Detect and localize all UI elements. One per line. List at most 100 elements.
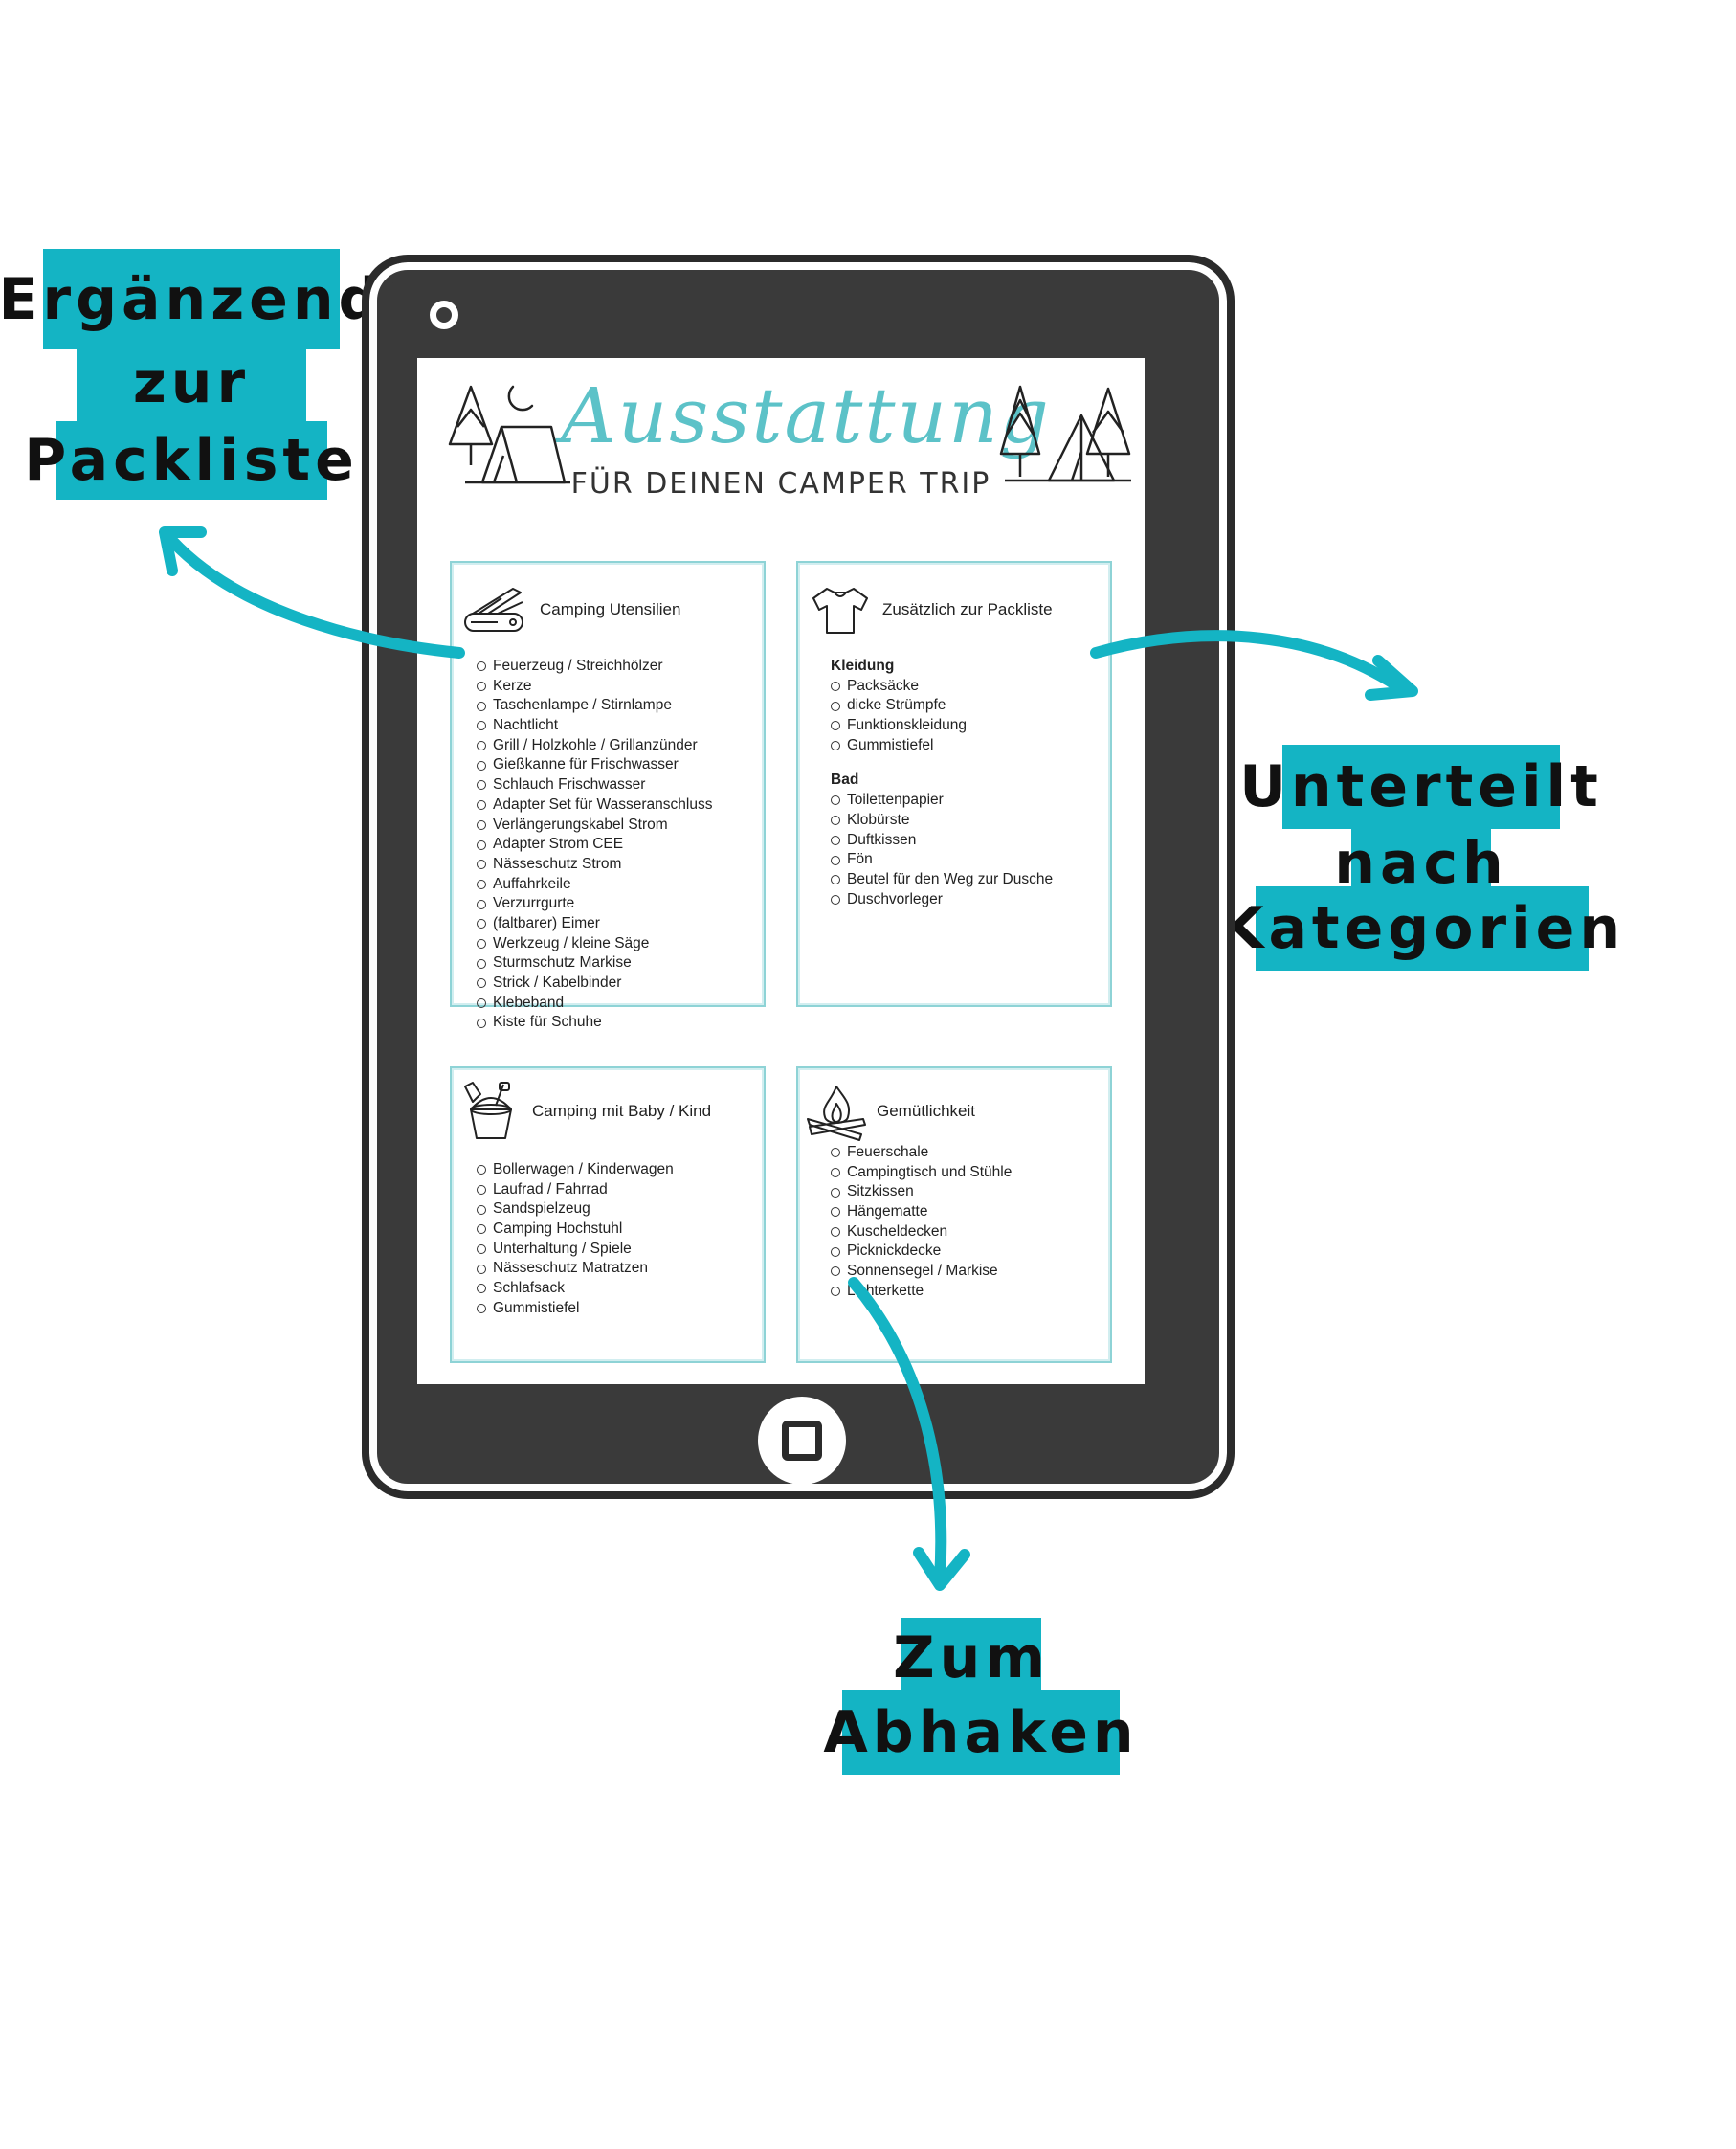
checklist-item[interactable]: Auffahrkeile xyxy=(477,875,712,895)
checkbox-circle-icon[interactable] xyxy=(477,1018,486,1028)
checkbox-circle-icon[interactable] xyxy=(477,721,486,731)
checklist-item[interactable]: Hängematte xyxy=(831,1202,1012,1222)
checklist-item[interactable]: Nässeschutz Strom xyxy=(477,855,712,875)
checkbox-circle-icon[interactable] xyxy=(477,682,486,692)
checkbox-circle-icon[interactable] xyxy=(831,795,840,806)
checklist-item[interactable]: Schlauch Frischwasser xyxy=(477,775,712,795)
checklist-item[interactable]: dicke Strümpfe xyxy=(831,696,1053,716)
document-title: Ausstattung xyxy=(561,371,1051,460)
checkbox-circle-icon[interactable] xyxy=(831,682,840,692)
checkbox-circle-icon[interactable] xyxy=(477,860,486,870)
checklist-item[interactable]: Nachtlicht xyxy=(477,716,712,736)
checkbox-circle-icon[interactable] xyxy=(477,1185,486,1196)
checklist-item[interactable]: Werkzeug / kleine Säge xyxy=(477,934,712,954)
checklist-item[interactable]: Packsäcke xyxy=(831,677,1053,697)
checklist-item[interactable]: Strick / Kabelbinder xyxy=(477,974,712,994)
checkbox-circle-icon[interactable] xyxy=(477,839,486,850)
sand-bucket-icon xyxy=(464,1082,512,1139)
checklist-item[interactable]: Picknickdecke xyxy=(831,1242,1012,1262)
checkbox-circle-icon[interactable] xyxy=(477,879,486,889)
checkbox-circle-icon[interactable] xyxy=(477,1284,486,1294)
tshirt-icon xyxy=(812,588,868,634)
checkbox-circle-icon[interactable] xyxy=(477,978,486,989)
checklist-item[interactable]: Campingtisch und Stühle xyxy=(831,1163,1012,1183)
checkbox-circle-icon[interactable] xyxy=(831,721,840,731)
checklist-item[interactable]: (faltbarer) Eimer xyxy=(477,914,712,934)
checkbox-circle-icon[interactable] xyxy=(831,855,840,865)
checklist-item[interactable]: Adapter Strom CEE xyxy=(477,835,712,855)
checkbox-circle-icon[interactable] xyxy=(831,1207,840,1218)
checkbox-circle-icon[interactable] xyxy=(477,661,486,672)
checklist-item[interactable]: Bollerwagen / Kinderwagen xyxy=(477,1160,674,1180)
checklist-item[interactable]: Fön xyxy=(831,850,1053,870)
checkbox-circle-icon[interactable] xyxy=(477,958,486,969)
checkbox-circle-icon[interactable] xyxy=(477,1204,486,1215)
checkbox-circle-icon[interactable] xyxy=(477,1165,486,1175)
checkbox-circle-icon[interactable] xyxy=(477,780,486,791)
checkbox-circle-icon[interactable] xyxy=(477,1264,486,1274)
checklist-item[interactable]: Klobürste xyxy=(831,811,1053,831)
checklist-item[interactable]: Laufrad / Fahrrad xyxy=(477,1180,674,1200)
checkbox-circle-icon[interactable] xyxy=(477,1244,486,1255)
checklist-item[interactable]: Feuerzeug / Streichhölzer xyxy=(477,657,712,677)
checklist-item[interactable]: Gießkanne für Frischwasser xyxy=(477,755,712,775)
checklist-item-label: Sonnensegel / Markise xyxy=(847,1263,998,1280)
checklist-item[interactable]: Duftkissen xyxy=(831,831,1053,851)
checkbox-circle-icon[interactable] xyxy=(477,899,486,909)
checkbox-circle-icon[interactable] xyxy=(477,760,486,771)
checkbox-circle-icon[interactable] xyxy=(477,919,486,929)
checkbox-circle-icon[interactable] xyxy=(831,701,840,711)
checklist-item[interactable]: Sturmschutz Markise xyxy=(477,953,712,974)
checklist-item-label: Gummistiefel xyxy=(493,1299,580,1316)
checklist-item[interactable]: Kuscheldecken xyxy=(831,1222,1012,1242)
checklist-item[interactable]: Unterhaltung / Spiele xyxy=(477,1240,674,1260)
checklist-item[interactable]: Beutel für den Weg zur Dusche xyxy=(831,870,1053,890)
checklist-item[interactable]: Duschvorleger xyxy=(831,890,1053,910)
checkbox-circle-icon[interactable] xyxy=(831,875,840,885)
checkbox-circle-icon[interactable] xyxy=(831,741,840,751)
checkbox-circle-icon[interactable] xyxy=(831,1266,840,1277)
checkbox-circle-icon[interactable] xyxy=(831,1168,840,1178)
checklist-item[interactable]: Verlängerungskabel Strom xyxy=(477,816,712,836)
checklist-item[interactable]: Sitzkissen xyxy=(831,1182,1012,1202)
checkbox-circle-icon[interactable] xyxy=(831,835,840,845)
checklist-item[interactable]: Grill / Holzkohle / Grillanzünder xyxy=(477,736,712,756)
checkbox-circle-icon[interactable] xyxy=(477,938,486,949)
tent-trees-icon xyxy=(999,385,1131,482)
checklist-item[interactable]: Funktionskleidung xyxy=(831,716,1053,736)
checklist-item[interactable]: Kiste für Schuhe xyxy=(477,1013,712,1033)
checklist-item[interactable]: Camping Hochstuhl xyxy=(477,1220,674,1240)
checklist-item[interactable]: Gummistiefel xyxy=(477,1299,674,1319)
checklist-item[interactable]: Gummistiefel xyxy=(831,736,1053,756)
checkbox-circle-icon[interactable] xyxy=(831,1246,840,1257)
checkbox-circle-icon[interactable] xyxy=(477,741,486,751)
section-title-bad: Bad xyxy=(831,772,859,789)
checkbox-circle-icon[interactable] xyxy=(477,819,486,830)
checklist-item[interactable]: Sandspielzeug xyxy=(477,1199,674,1220)
checklist-item[interactable]: Sonnensegel / Markise xyxy=(831,1262,1012,1282)
checklist-item[interactable]: Kerze xyxy=(477,677,712,697)
checklist-item[interactable]: Toilettenpapier xyxy=(831,791,1053,811)
home-button[interactable] xyxy=(758,1397,846,1485)
checklist-item[interactable]: Nässeschutz Matratzen xyxy=(477,1259,674,1279)
checkbox-circle-icon[interactable] xyxy=(477,998,486,1009)
checkbox-circle-icon[interactable] xyxy=(831,894,840,905)
checklist-item[interactable]: Verzurrgurte xyxy=(477,894,712,914)
checkbox-circle-icon[interactable] xyxy=(831,816,840,826)
checkbox-circle-icon[interactable] xyxy=(831,1227,840,1238)
checkbox-circle-icon[interactable] xyxy=(477,1304,486,1314)
checklist-item[interactable]: Adapter Set für Wasseranschluss xyxy=(477,795,712,816)
checklist-item[interactable]: Schlafsack xyxy=(477,1279,674,1299)
checkbox-circle-icon[interactable] xyxy=(477,701,486,711)
checklist-item[interactable]: Taschenlampe / Stirnlampe xyxy=(477,696,712,716)
checkbox-circle-icon[interactable] xyxy=(477,800,486,811)
checkbox-circle-icon[interactable] xyxy=(831,1287,840,1297)
checklist-item[interactable]: Feuerschale xyxy=(831,1143,1012,1163)
checkbox-circle-icon[interactable] xyxy=(477,1224,486,1235)
checklist-item-label: Laufrad / Fahrrad xyxy=(493,1180,608,1198)
checkbox-circle-icon[interactable] xyxy=(831,1148,840,1158)
checklist-item[interactable]: Klebeband xyxy=(477,994,712,1014)
card-zusaetzlich: Zusätzlich zur Packliste Kleidung Packsä… xyxy=(796,561,1112,1007)
checkbox-circle-icon[interactable] xyxy=(831,1187,840,1198)
home-square-icon xyxy=(782,1421,822,1461)
